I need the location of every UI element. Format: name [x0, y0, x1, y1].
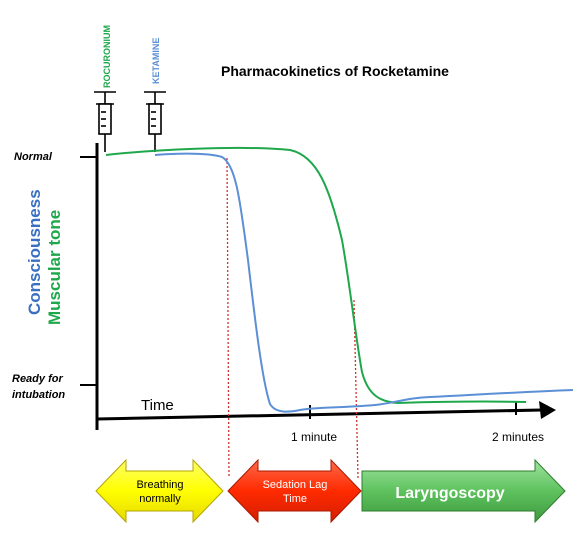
x-axis-arrowhead: [539, 401, 556, 419]
x-tick-label-1-minute: 1 minute: [291, 430, 337, 444]
syringe-ketamine-icon: [144, 91, 166, 152]
laryngoscopy-arrow: Laryngoscopy: [361, 458, 566, 524]
sedation-lag-label-2: Time: [283, 493, 307, 505]
chart-title: Pharmacokinetics of Rocketamine: [221, 63, 449, 79]
breathing-label-2: normally: [139, 493, 181, 505]
y-axis-label-muscular-tone: Muscular tone: [45, 210, 64, 325]
breathing-normally-arrow: Breathing normally: [95, 458, 224, 524]
y-tick-label-normal: Normal: [14, 151, 53, 163]
x-axis: [96, 408, 543, 421]
x-axis-label-time: Time: [141, 397, 174, 414]
sedation-lag-label-1: Sedation Lag: [263, 479, 328, 491]
y-axis-label-consciousness: Consciousness: [25, 189, 44, 315]
y-tick-label-ready-2: intubation: [12, 389, 65, 401]
y-tick-label-ready-1: Ready for: [12, 373, 63, 385]
guide-line-sedation-start: [226, 157, 230, 479]
syringe-rocuronium-icon: [94, 91, 116, 152]
breathing-label-1: Breathing: [136, 479, 183, 491]
sedation-lag-arrow: Sedation Lag Time: [227, 458, 362, 524]
muscular-tone-curve: [105, 146, 527, 405]
rocuronium-label: ROCURONIUM: [102, 25, 112, 88]
laryngoscopy-label: Laryngoscopy: [395, 485, 504, 502]
ketamine-label: KETAMINE: [151, 38, 161, 84]
x-tick-label-2-minutes: 2 minutes: [492, 430, 544, 444]
consciousness-curve: [154, 152, 574, 413]
